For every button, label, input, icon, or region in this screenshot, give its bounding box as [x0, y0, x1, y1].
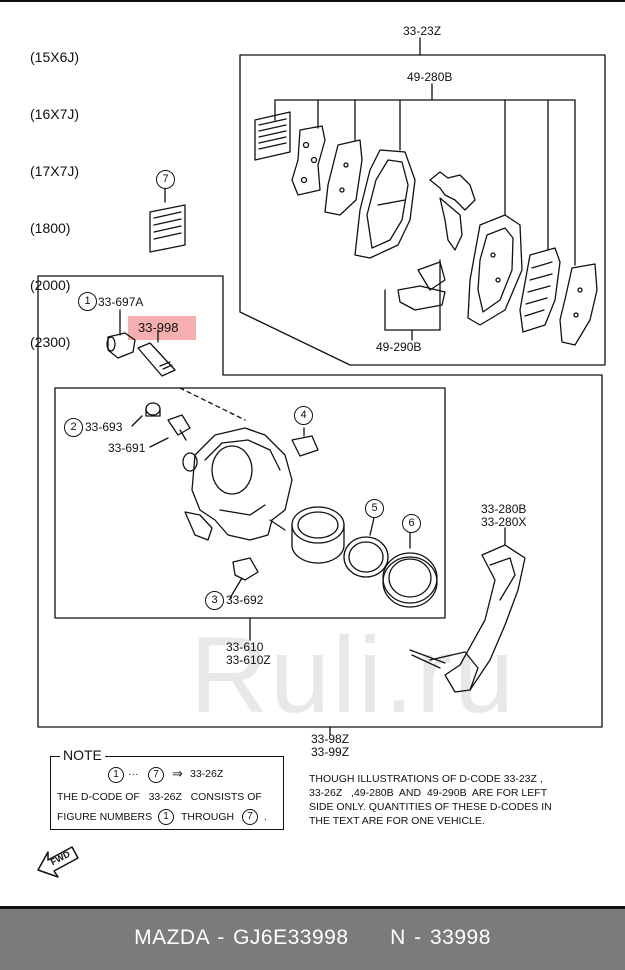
- callout-6: 6: [402, 514, 421, 533]
- highlight-marker: [128, 316, 196, 340]
- note-number-1: 1: [158, 809, 174, 825]
- callout-2: 2: [64, 418, 83, 437]
- label-pad-kit: 33-23Z: [403, 24, 442, 38]
- label-seal-kit: 33-697A: [98, 295, 144, 309]
- shim-icon: [149, 204, 186, 253]
- label-pads: 49-280B: [407, 70, 453, 84]
- note-number-end: 7: [148, 767, 164, 783]
- caliper-body-icon: [182, 427, 293, 541]
- brake-pad-icon: [467, 214, 523, 326]
- label-caliper-alt: 33-610Z: [226, 653, 271, 667]
- note-arrow: ⇒: [172, 766, 183, 781]
- watermark: Ruli.ru: [190, 614, 517, 735]
- note-title: NOTE: [60, 747, 105, 763]
- bleeder-screw-icon: [167, 414, 191, 441]
- spec-item: (16X7J): [30, 106, 80, 122]
- piston-icon: [291, 506, 345, 564]
- bolt-icon: [184, 511, 213, 541]
- spec-item: (2300): [30, 334, 71, 350]
- caliper-assembly-box: [37, 275, 603, 728]
- callout-7: 7: [156, 170, 175, 189]
- spec-item: (17X7J): [30, 163, 80, 179]
- callout-5: 5: [365, 499, 384, 518]
- footer-bar: MAZDA - GJ6E33998 N - 33998: [0, 906, 625, 970]
- shim-icon: [519, 247, 561, 333]
- spec-item: (1800): [30, 220, 71, 236]
- callout-1: 1: [78, 292, 97, 311]
- label-bracket: 33-280B: [481, 502, 527, 516]
- note-box: [50, 756, 284, 830]
- shim-plate-icon: [559, 263, 598, 346]
- shim-icon: [254, 111, 291, 161]
- label-bracket-alt: 33-280X: [481, 515, 527, 529]
- note-line2: THE D-CODE OF 33-26Z CONSISTS OF: [57, 791, 262, 803]
- note-line3-b: THROUGH: [181, 811, 235, 823]
- note-line3-a: FIGURE NUMBERS: [57, 811, 153, 823]
- guide-pin-boot-icon: [106, 332, 136, 359]
- footer-part-number: MAZDA - GJ6E33998 N - 33998: [134, 926, 491, 949]
- note-code: 33-26Z: [190, 768, 224, 780]
- label-highlighted-part: 33-998: [138, 320, 179, 335]
- shim-plate-icon: [291, 125, 326, 196]
- brake-pad-icon: [354, 149, 416, 259]
- label-assembly-alt: 33-99Z: [311, 745, 350, 759]
- shim-plate-icon: [324, 139, 363, 216]
- bolt-icon: [291, 435, 319, 457]
- dust-boot-icon: [382, 552, 438, 608]
- clip-icon: [417, 261, 446, 291]
- pin-boot-icon: [232, 557, 259, 581]
- note-dots: ···: [128, 768, 139, 780]
- pad-kit-box: [239, 54, 606, 366]
- spec-item: (2000): [30, 277, 71, 293]
- caliper-bracket-icon: [409, 544, 526, 693]
- label-shims: 49-290B: [376, 340, 422, 354]
- label-bleeder-screw: 33-691: [108, 441, 146, 455]
- footer-divider: [0, 906, 625, 909]
- description-text: THOUGH ILLUSTRATIONS OF D-CODE 33-23Z , …: [309, 773, 552, 827]
- label-pin-boot: 33-692: [226, 593, 264, 607]
- note-line3-end: .: [264, 811, 267, 823]
- note-number-start: 1: [108, 767, 124, 783]
- label-caliper: 33-610: [226, 640, 264, 654]
- spec-item: (15X6J): [30, 49, 80, 65]
- callout-4: 4: [294, 406, 313, 425]
- spec-list: (15X6J) (16X7J) (17X7J) (1800) (2000) (2…: [30, 10, 79, 371]
- label-bleeder-cap: 33-693: [85, 420, 123, 434]
- fwd-arrow-icon: [37, 846, 79, 878]
- note-number-7: 7: [242, 809, 258, 825]
- bleeder-cap-icon: [145, 402, 161, 417]
- callout-3: 3: [205, 591, 224, 610]
- piston-seal-icon: [343, 536, 389, 578]
- clip-icon: [429, 171, 476, 211]
- label-assembly: 33-98Z: [311, 732, 350, 746]
- guide-pin-icon: [137, 342, 176, 377]
